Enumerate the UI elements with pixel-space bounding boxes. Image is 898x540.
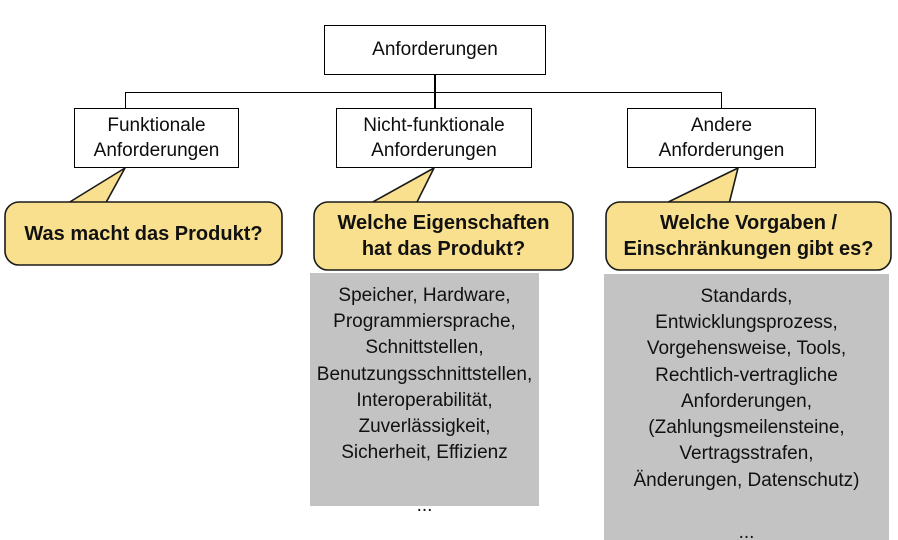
details-nicht-funktionale: Speicher, Hardware, Programmiersprache, …: [310, 273, 539, 516]
node-anforderungen[interactable]: Anforderungen: [324, 25, 546, 75]
connector-root-down: [434, 74, 436, 108]
node-andere-anforderungen[interactable]: Andere Anforderungen: [627, 108, 816, 168]
callout-funktionale[interactable]: [0, 160, 300, 270]
connector-down-nichtfunktionale: [434, 92, 436, 109]
details-andere: Standards, Entwicklungsprozess, Vorgehen…: [604, 274, 889, 540]
connector-down-funktionale: [125, 92, 127, 109]
node-funktionale-anforderungen[interactable]: Funktionale Anforderungen: [74, 108, 239, 168]
callout-body-funktionale: [4, 201, 283, 266]
connector-horizontal-bus: [125, 92, 722, 94]
node-nicht-funktionale-anforderungen[interactable]: Nicht-funktionale Anforderungen: [336, 108, 532, 168]
callout-nicht-funktionale[interactable]: [310, 160, 590, 271]
connector-down-andere: [720, 92, 722, 109]
callout-andere[interactable]: [600, 160, 898, 272]
callout-body-nicht-funktionale: [313, 201, 574, 271]
callout-body-andere: [605, 201, 892, 271]
